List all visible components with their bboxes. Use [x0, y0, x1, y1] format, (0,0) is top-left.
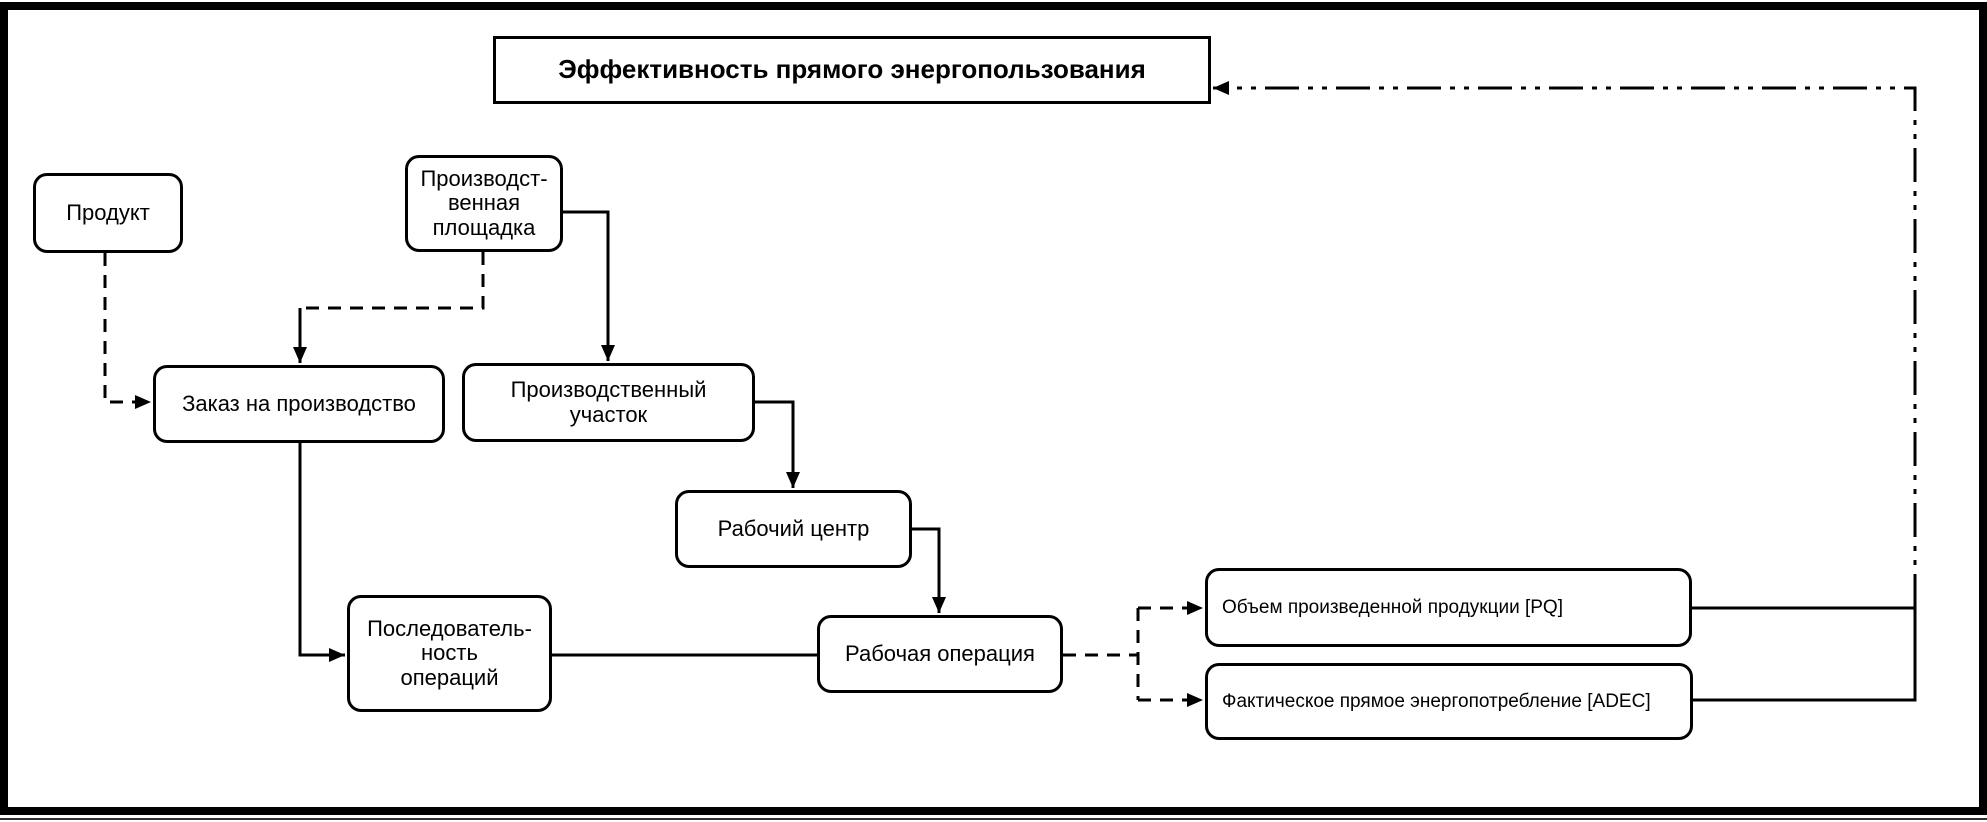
node-production-section: Производственный участок	[462, 363, 755, 442]
edge-site-to-section	[563, 210, 615, 361]
node-product: Продукт	[33, 173, 183, 253]
node-production-order: Заказ на производство	[153, 365, 445, 443]
node-title: Эффективность прямого энергопользования	[493, 36, 1211, 104]
edge-product-to-order	[103, 253, 151, 409]
edge-workcenter-to-workop	[912, 527, 946, 613]
edge-feedback-to-title	[1213, 81, 1917, 608]
edge-site-to-order-dashed	[301, 252, 485, 310]
node-work-center: Рабочий центр	[675, 490, 912, 568]
node-production-site: Производст- венная площадка	[405, 155, 563, 252]
bottom-edge-line	[0, 818, 1987, 820]
node-operation-sequence: Последователь- ность операций	[347, 595, 552, 712]
node-produced-volume: Объем произведенной продукции [PQ]	[1205, 568, 1692, 647]
node-actual-consumption: Фактическое прямое энергопотребление [AD…	[1205, 663, 1693, 740]
edge-order-to-sequence	[298, 443, 345, 662]
edge-section-to-workcenter	[755, 400, 800, 488]
node-work-operation: Рабочая операция	[817, 615, 1063, 693]
